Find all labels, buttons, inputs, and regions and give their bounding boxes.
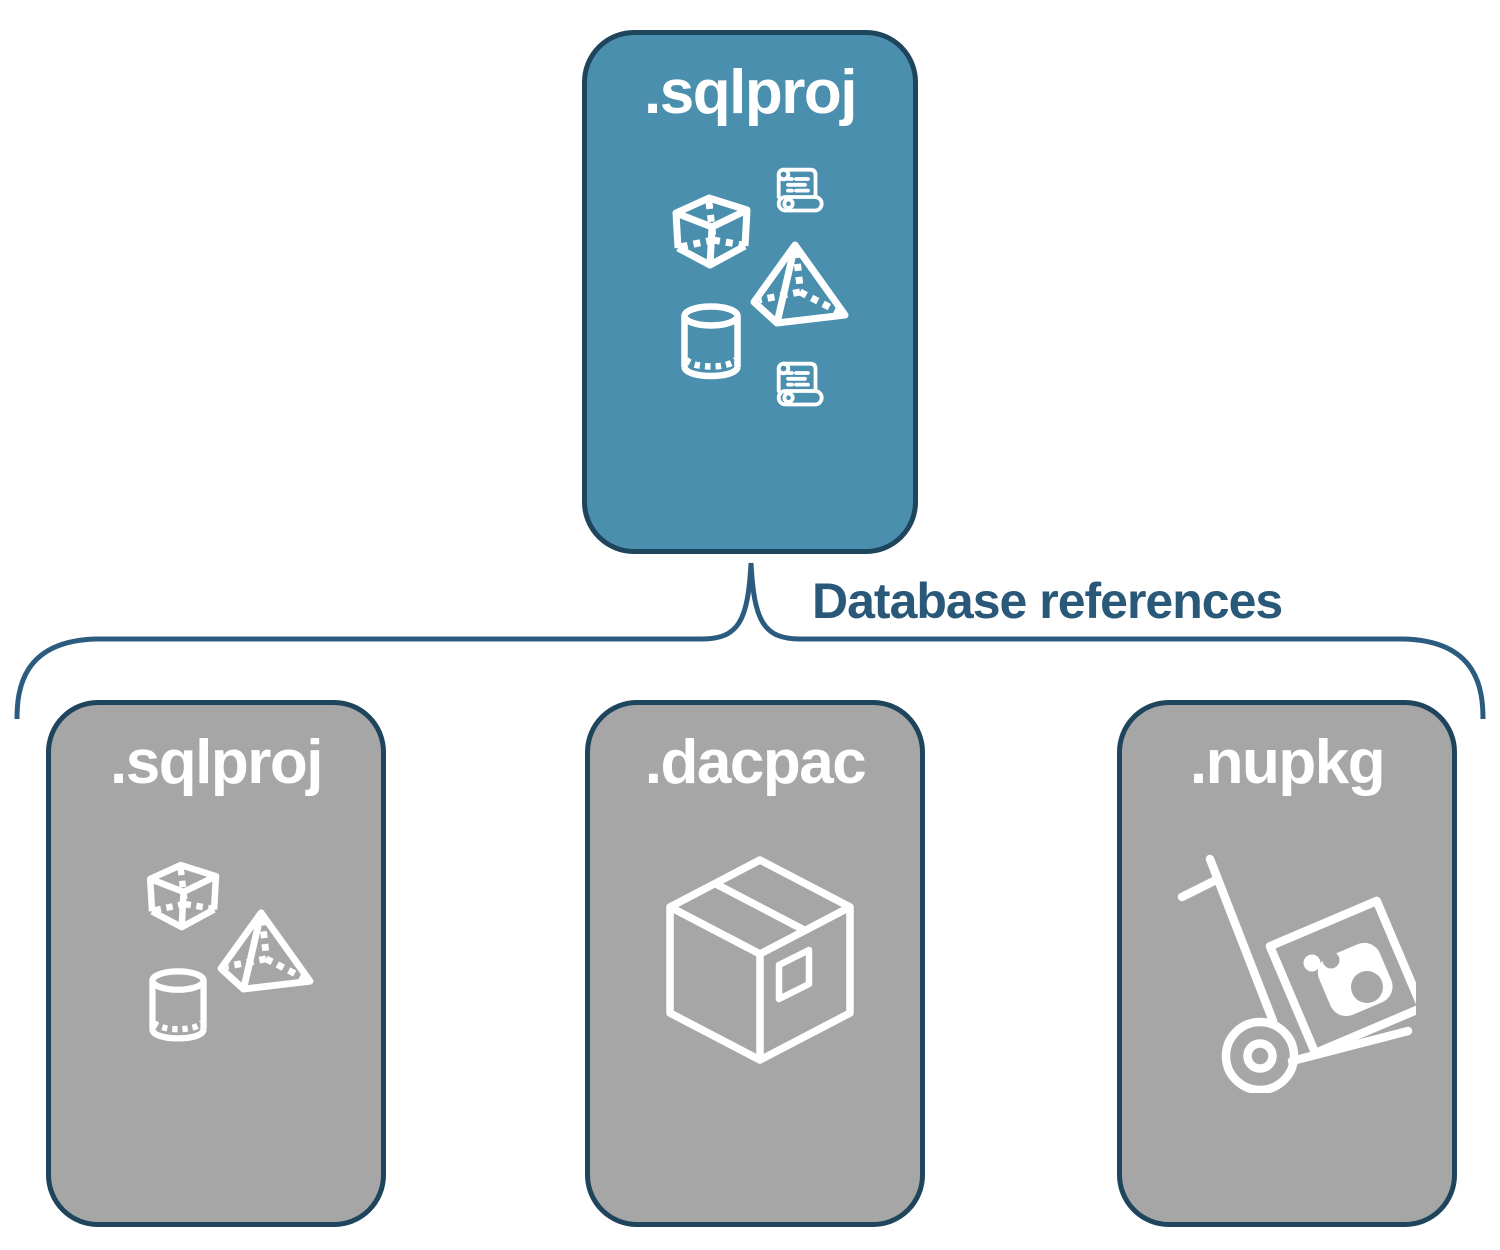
package-box-icon — [642, 835, 878, 1085]
child-node-label: .dacpac — [644, 728, 867, 797]
connector-label: Database references — [812, 573, 1283, 629]
root-node-sqlproj: .sqlproj — [582, 30, 918, 554]
root-node-label: .sqlproj — [644, 58, 857, 127]
pyramid-icon — [217, 905, 315, 993]
scroll-icon — [771, 357, 829, 415]
hand-truck-nuget-icon — [1176, 853, 1416, 1093]
pyramid-icon — [750, 237, 850, 327]
child-node-label: .nupkg — [1189, 728, 1386, 797]
cylinder-icon — [677, 303, 745, 387]
cylinder-icon — [145, 968, 211, 1049]
child-node-sqlproj: .sqlproj — [46, 700, 386, 1227]
cube-icon — [140, 853, 228, 941]
cube-icon — [665, 185, 760, 280]
child-node-label: .sqlproj — [110, 728, 323, 797]
child-node-dacpac: .dacpac — [585, 700, 925, 1227]
child-node-nupkg: .nupkg — [1117, 700, 1457, 1227]
scroll-icon — [771, 163, 829, 221]
